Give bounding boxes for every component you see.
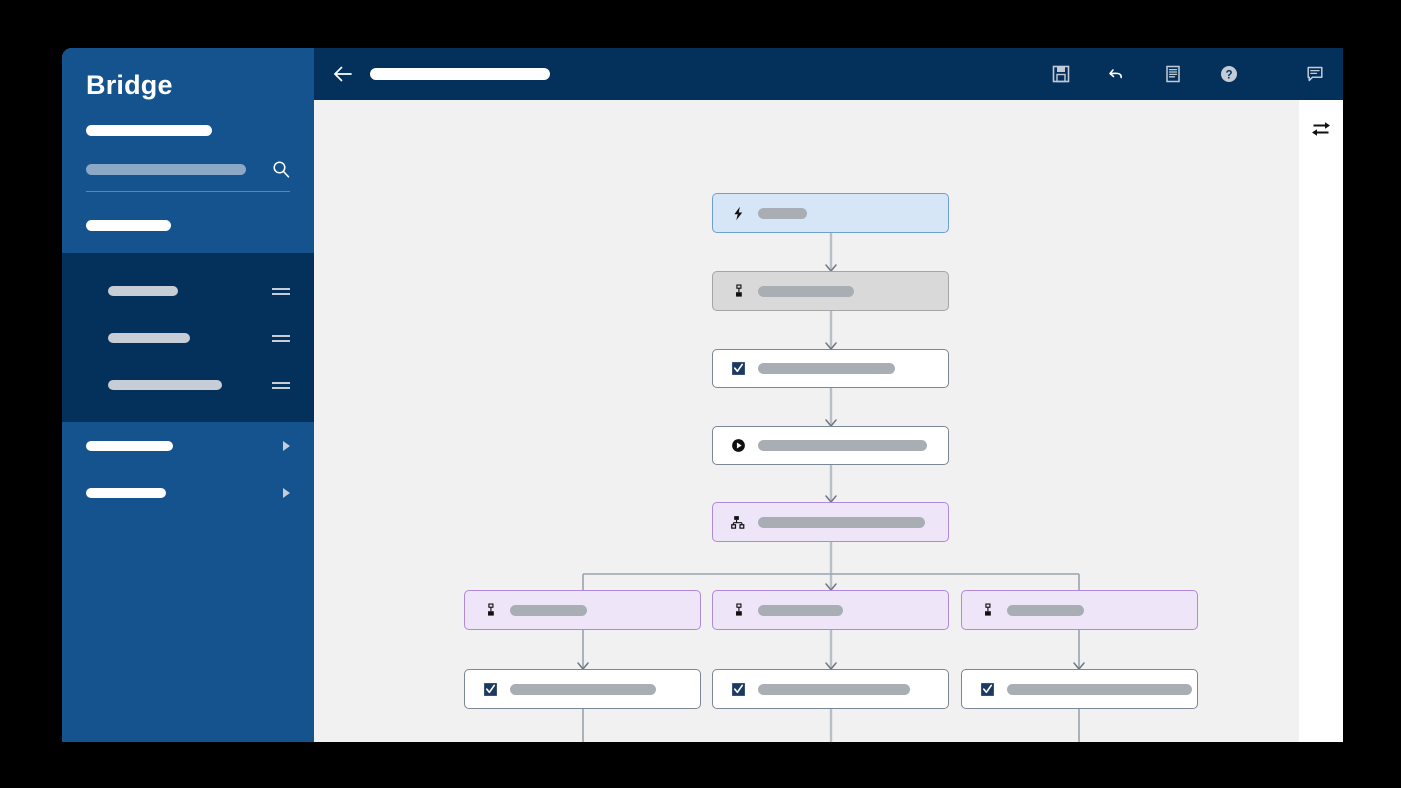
back-arrow-icon[interactable]: [332, 63, 354, 85]
workflow-canvas[interactable]: [314, 100, 1299, 742]
sidebar-search[interactable]: [86, 160, 290, 192]
node-label: [758, 363, 895, 374]
sidebar-item-label: [108, 285, 178, 296]
sidebar-subsection-label: [62, 192, 314, 231]
toolbar-divider-space: [1257, 48, 1287, 100]
lightning-bolt-icon: [730, 205, 747, 222]
main-area: ?: [314, 48, 1343, 742]
node-trigger[interactable]: [712, 193, 949, 233]
node-label: [758, 683, 910, 695]
node-action-run[interactable]: [712, 426, 949, 465]
node-label: [758, 440, 927, 451]
node-branch-right[interactable]: [961, 590, 1198, 630]
notes-button[interactable]: [1145, 48, 1201, 100]
checkbox-icon: [979, 681, 996, 698]
comments-button[interactable]: [1287, 48, 1343, 100]
sidebar-expandable-item[interactable]: [62, 422, 314, 469]
content-area: [314, 100, 1343, 742]
redacted-text-bar: [86, 220, 171, 231]
drag-handle-icon[interactable]: [272, 285, 290, 297]
node-label: [758, 516, 925, 528]
play-circle-icon: [730, 437, 747, 454]
sidebar-list-item[interactable]: [62, 314, 314, 361]
person-stamp-icon: [730, 283, 747, 300]
node-branch-split[interactable]: [712, 502, 949, 542]
undo-button[interactable]: [1089, 48, 1145, 100]
node-label: [510, 604, 587, 616]
workflow-diagram: [577, 233, 1085, 742]
node-label: [1007, 604, 1084, 616]
app-brand-title: Bridge: [86, 70, 173, 100]
sidebar-item-label: [86, 487, 166, 498]
svg-text:?: ?: [1225, 69, 1232, 81]
swap-arrows-icon[interactable]: [1299, 112, 1343, 146]
org-branch-icon: [730, 514, 747, 531]
sidebar-expandable-item[interactable]: [62, 469, 314, 516]
sidebar-list-item[interactable]: [62, 361, 314, 408]
drag-handle-icon[interactable]: [272, 379, 290, 391]
checkbox-icon: [482, 681, 499, 698]
sidebar-list-item[interactable]: [62, 267, 314, 314]
node-task-center[interactable]: [712, 669, 949, 709]
node-branch-left[interactable]: [464, 590, 701, 630]
app-window: Bridge: [62, 48, 1343, 742]
node-label: [758, 604, 843, 616]
help-button[interactable]: ?: [1201, 48, 1257, 100]
node-label: [1007, 683, 1192, 695]
node-label: [510, 683, 656, 695]
node-task-1[interactable]: [712, 349, 949, 388]
person-stamp-icon: [979, 602, 996, 619]
sidebar-item-label: [108, 379, 222, 390]
person-stamp-icon: [482, 602, 499, 619]
sidebar-item-group: [62, 253, 314, 422]
caret-right-icon[interactable]: [283, 487, 290, 498]
node-task-left[interactable]: [464, 669, 701, 709]
drag-handle-icon[interactable]: [272, 332, 290, 344]
sidebar-item-label: [108, 332, 190, 343]
node-branch-center[interactable]: [712, 590, 949, 630]
search-icon[interactable]: [272, 160, 290, 178]
page-title: [370, 68, 550, 80]
person-stamp-icon: [730, 602, 747, 619]
node-task-right[interactable]: [961, 669, 1198, 709]
sidebar-section-label: [62, 115, 314, 136]
node-label: [758, 285, 854, 297]
caret-right-icon[interactable]: [283, 440, 290, 451]
sidebar-item-label: [86, 440, 173, 451]
save-button[interactable]: [1033, 48, 1089, 100]
top-toolbar: ?: [314, 48, 1343, 100]
redacted-text-bar: [86, 125, 212, 136]
toolbar-actions: ?: [1033, 48, 1343, 100]
node-label: [758, 207, 807, 219]
right-side-panel: [1299, 100, 1343, 742]
node-approval[interactable]: [712, 271, 949, 311]
search-input[interactable]: [86, 163, 246, 175]
checkbox-icon: [730, 360, 747, 377]
checkbox-icon: [730, 681, 747, 698]
sidebar: Bridge: [62, 48, 314, 742]
sidebar-header: Bridge: [62, 48, 314, 231]
